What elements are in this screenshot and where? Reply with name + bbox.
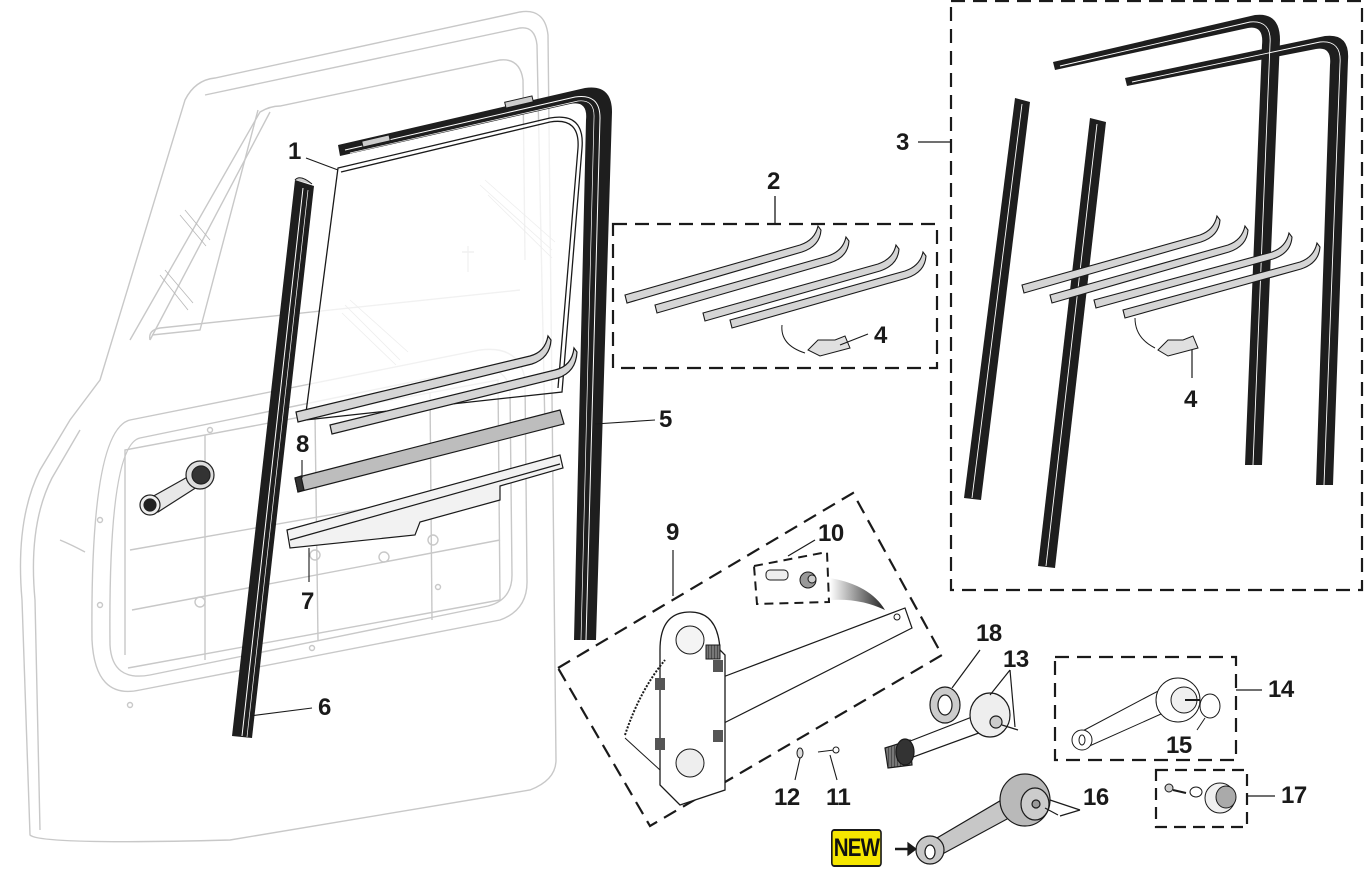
window-crank-parts — [884, 649, 1019, 769]
callout-15: 15 — [1166, 732, 1192, 759]
callout-11: 11 — [826, 784, 851, 811]
channel-set-group — [611, 196, 939, 370]
callout-5: 5 — [659, 406, 672, 433]
run-channel-upper — [338, 87, 612, 641]
crank-handle-assembly-group — [1053, 655, 1262, 762]
callout-10: 10 — [818, 520, 844, 547]
new-crank-handle — [895, 773, 1081, 865]
door-channels — [286, 334, 578, 549]
callout-4-set: 4 — [874, 322, 887, 349]
callout-12: 12 — [774, 784, 800, 811]
new-badge: NEW — [831, 829, 882, 867]
callout-16: 16 — [1083, 784, 1109, 811]
callout-9: 9 — [666, 519, 679, 546]
callout-8: 8 — [296, 431, 309, 458]
callout-3: 3 — [896, 129, 909, 156]
screw-and-washer — [794, 746, 840, 781]
leader-lines — [249, 157, 656, 717]
callout-1: 1 — [288, 138, 301, 165]
front-run-channel — [232, 177, 314, 738]
callout-4-kit: 4 — [1184, 386, 1197, 413]
callout-6: 6 — [318, 694, 331, 721]
callout-18: 18 — [976, 620, 1002, 647]
regulator-group — [556, 491, 944, 828]
callout-2: 2 — [767, 168, 780, 195]
callout-7: 7 — [301, 588, 314, 615]
weatherstrip-kit-group — [918, 0, 1364, 592]
crank-knob-kit-group — [1154, 768, 1275, 829]
callout-13: 13 — [1003, 646, 1029, 673]
callout-17: 17 — [1281, 782, 1307, 809]
installed-crank-ghost — [139, 460, 215, 516]
window-glass — [304, 116, 583, 421]
callout-14: 14 — [1268, 676, 1294, 703]
